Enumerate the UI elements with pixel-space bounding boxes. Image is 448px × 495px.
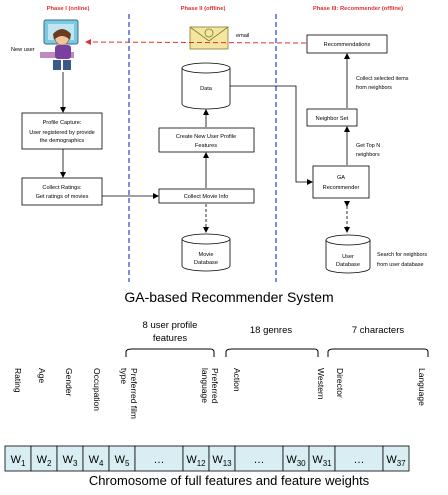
profile-capture-title: Profile Capture: (43, 120, 82, 126)
data-label: Data (200, 86, 213, 92)
email-arrow (85, 39, 307, 46)
chromosome-cell (334, 445, 384, 472)
chromosome-cell (182, 445, 210, 472)
phase-1-header: Phase I (online) (47, 6, 90, 12)
feature-film-line1: Preferred film (129, 368, 139, 419)
chromosome-cell (4, 445, 32, 472)
collect-ratings-box (21, 177, 103, 206)
profile-capture-line1: User registered by provide (29, 130, 95, 136)
phase-3-header: Phase III: Recommender (offline) (313, 6, 403, 12)
search-line1: Search for neighbors (377, 252, 427, 258)
chromosome-cell (82, 445, 110, 472)
group-characters: 7 characters (352, 325, 405, 336)
feature-director: Director (335, 368, 345, 398)
chromosome-caption: Chromosome of full features and feature … (89, 473, 370, 488)
figure-title: GA-based Recommender System (124, 289, 333, 305)
neighbor-set-label: Neighbor Set (316, 116, 349, 122)
create-profile-line2: Features (195, 143, 217, 149)
group-user-profile-line2: features (153, 333, 188, 344)
email-label: email (236, 33, 249, 39)
chromosome-cell-label: … (254, 454, 265, 466)
brace-genres (225, 348, 319, 357)
movie-db-line1: Movie (199, 252, 214, 258)
search-line2: from user database (377, 262, 423, 268)
chromosome-cell (30, 445, 58, 472)
feature-lang-line1: Preferred (210, 368, 220, 404)
collect-ratings-title: Collect Ratings: (42, 185, 82, 191)
create-profile-line1: Create New User Profile (176, 134, 236, 140)
new-user-icon (40, 19, 79, 70)
email-envelope-icon (189, 26, 229, 50)
group-user-profile-line1: 8 user profile (143, 320, 198, 331)
feature-language: Language (417, 368, 427, 406)
ga-recommender-box (312, 165, 370, 199)
feature-occupation: Occupation (92, 368, 102, 411)
ga-recommender-line1: GA (337, 175, 345, 181)
movie-db-line2: Database (194, 260, 218, 266)
user-db-line1: User (342, 254, 354, 260)
feature-western: Western (316, 368, 326, 400)
get-top-n-line2: neighbors (356, 152, 380, 158)
group-genres: 18 genres (250, 325, 293, 336)
get-top-n-line1: Get Top N (356, 143, 380, 149)
chromosome-cell (282, 445, 310, 472)
recommendations-label: Recommendations (324, 42, 371, 48)
feature-age: Age (37, 368, 47, 383)
arrow-data-to-ga (230, 85, 313, 185)
brace-user-profile (125, 348, 215, 357)
ga-recommender-line2: Recommender (323, 185, 360, 191)
chromosome-cell (56, 445, 84, 472)
chromosome-cell-label: … (154, 454, 165, 466)
brace-characters (327, 348, 429, 357)
profile-capture-box (21, 112, 103, 150)
neighbor-set-box (306, 108, 358, 127)
feature-rating: Rating (13, 368, 23, 393)
movie-database-cylinder (181, 233, 231, 272)
chromosome-cell (208, 445, 236, 472)
new-user-label: New user (11, 47, 35, 53)
collect-movie-info-label: Collect Movie Info (184, 194, 228, 200)
feature-gender: Gender (64, 368, 74, 397)
phase-2-header: Phase II (offline) (181, 6, 226, 12)
chromosome-cell (108, 445, 136, 472)
profile-capture-line2: the demographics (40, 138, 85, 144)
collect-ratings-sub: Get ratings of movies (36, 194, 89, 200)
chromosome-cell-label: … (354, 454, 365, 466)
feature-lang-line2: language (200, 368, 210, 403)
data-cylinder (181, 62, 231, 110)
collect-selected-line2: from neighbors (356, 85, 392, 91)
user-database-cylinder (325, 234, 371, 274)
collect-movie-info-box (158, 188, 255, 204)
user-db-line2: Database (336, 262, 360, 268)
chromosome-cell (308, 445, 336, 472)
chromosome-cell (382, 445, 410, 472)
feature-film-line2: type (119, 368, 129, 384)
feature-action: Action (232, 368, 242, 392)
chromosome-cell (234, 445, 284, 472)
collect-selected-line1: Collect selected items (356, 76, 409, 82)
